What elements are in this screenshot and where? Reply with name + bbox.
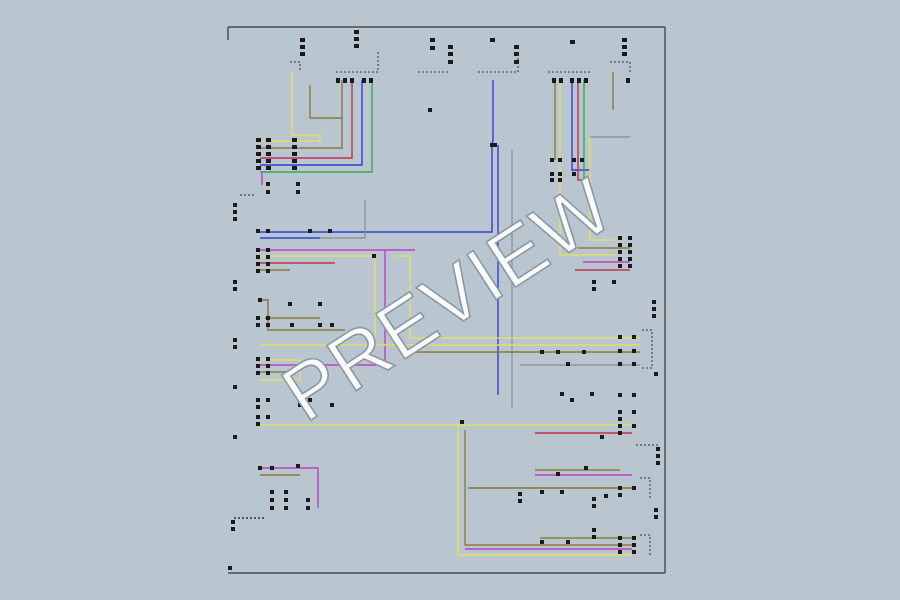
sheet-border bbox=[227, 26, 666, 574]
preview-watermark: PREVIEW bbox=[266, 160, 629, 439]
connectors bbox=[228, 30, 660, 570]
wires bbox=[234, 72, 640, 556]
wire-group-top-left bbox=[260, 72, 373, 185]
switch-symbols bbox=[240, 52, 660, 555]
watermark-text: PREVIEW bbox=[267, 160, 628, 437]
wire-group-middle-left bbox=[260, 249, 640, 381]
wire-group-top-right bbox=[554, 72, 630, 271]
